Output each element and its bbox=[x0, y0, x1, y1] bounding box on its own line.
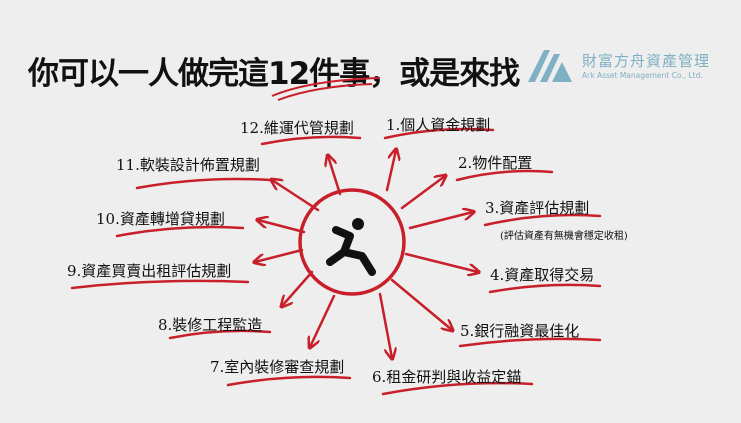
item-label-11: 11.軟裝設計佈置規劃 bbox=[116, 156, 260, 174]
arrow-8 bbox=[282, 270, 314, 306]
item-label-1: 1.個人資金規劃 bbox=[386, 116, 491, 134]
item-note-3: (評估資產有無機會穩定收租) bbox=[500, 231, 628, 242]
arrow-2 bbox=[400, 176, 445, 210]
item-label-7: 7.室內裝修審查規劃 bbox=[210, 358, 345, 376]
running-person-icon bbox=[326, 218, 376, 276]
underline-8 bbox=[168, 329, 272, 340]
underline-2 bbox=[455, 169, 554, 182]
underline-11 bbox=[135, 177, 272, 190]
page-title: 你可以一人做完這12件事，或是來找 bbox=[28, 56, 520, 92]
item-label-5: 5.銀行融資最佳化 bbox=[460, 322, 580, 340]
arrow-6 bbox=[378, 292, 392, 358]
arrow-5 bbox=[390, 278, 452, 330]
arrow-9 bbox=[255, 248, 304, 262]
underline-4 bbox=[488, 283, 602, 294]
arrow-3 bbox=[408, 212, 473, 230]
item-label-12: 12.維運代管規劃 bbox=[240, 119, 354, 137]
company-logo: 財富方舟資產管理 Ark Asset Management Co., Ltd. bbox=[528, 48, 710, 82]
underline-5 bbox=[458, 337, 602, 348]
arrow-10 bbox=[258, 220, 306, 234]
underline-1 bbox=[383, 127, 495, 140]
logo-name-zh: 財富方舟資產管理 bbox=[582, 52, 711, 70]
arrow-7 bbox=[310, 294, 336, 347]
underline-10 bbox=[115, 225, 245, 238]
item-label-2: 2.物件配置 bbox=[458, 154, 533, 172]
arrow-11 bbox=[272, 180, 320, 212]
ark-logo-icon bbox=[528, 50, 572, 82]
item-label-4: 4.資產取得交易 bbox=[490, 266, 595, 284]
item-label-9: 9.資產買賣出租評估規劃 bbox=[67, 262, 232, 280]
underline-9 bbox=[70, 279, 250, 290]
arrow-4 bbox=[404, 252, 478, 272]
logo-name-en: Ark Asset Management Co., Ltd. bbox=[582, 71, 703, 80]
arrow-12 bbox=[328, 156, 342, 196]
title-underline bbox=[271, 77, 381, 101]
center-circle bbox=[298, 188, 406, 296]
underline-3 bbox=[483, 213, 602, 227]
item-label-6: 6.租金研判與收益定錨 bbox=[372, 368, 522, 386]
underline-12 bbox=[260, 135, 362, 146]
underline-7 bbox=[226, 375, 352, 387]
arrow-1 bbox=[385, 150, 396, 192]
item-label-10: 10.資產轉增貸規劃 bbox=[96, 210, 225, 228]
item-label-3: 3.資產評估規劃 bbox=[485, 199, 590, 217]
underline-6 bbox=[381, 381, 534, 396]
item-label-8: 8.裝修工程監造 bbox=[158, 316, 263, 334]
